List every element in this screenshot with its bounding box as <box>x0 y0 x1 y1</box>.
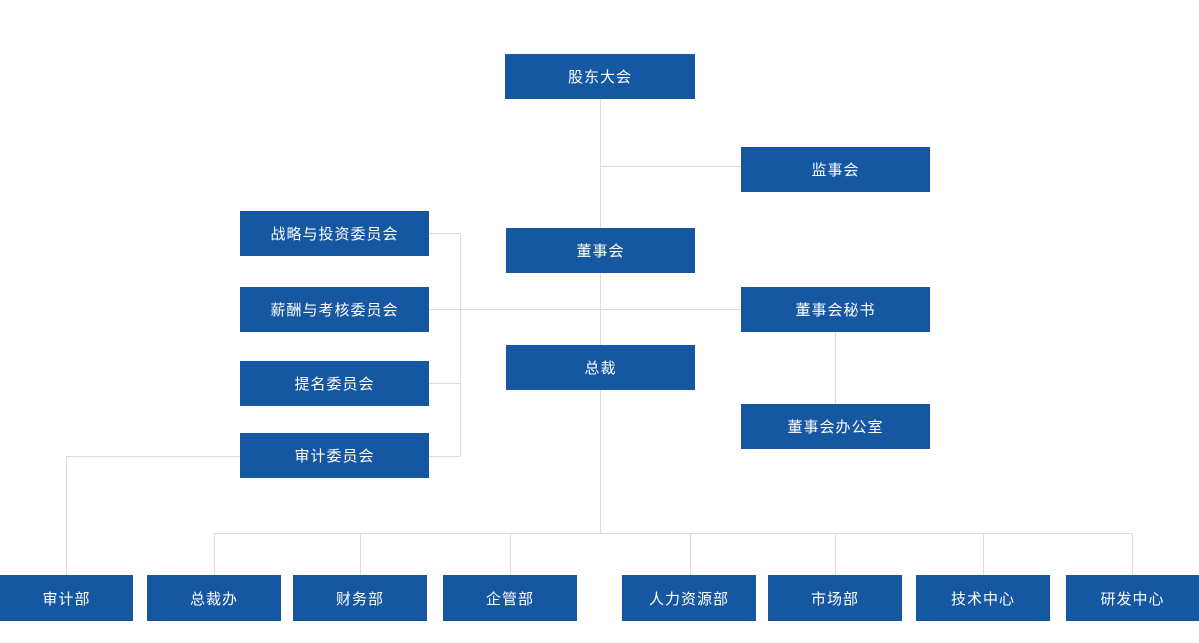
org-node-board-secretary: 董事会秘书 <box>741 287 930 332</box>
audit-committee-to-audit-dept-line <box>66 456 67 575</box>
org-node-technology-center: 技术中心 <box>916 575 1050 621</box>
org-node-label: 总裁 <box>584 359 617 377</box>
org-node-label: 监事会 <box>811 161 860 179</box>
org-node-human-resources-department: 人力资源部 <box>622 575 756 621</box>
org-node-label: 股东大会 <box>567 68 632 86</box>
org-node-audit-committee: 审计委员会 <box>240 433 429 478</box>
org-node-label: 董事会秘书 <box>795 301 876 319</box>
stub-human-resources <box>690 533 691 575</box>
compensation-secretary-connector <box>429 309 741 310</box>
org-node-president-office: 总裁办 <box>147 575 281 621</box>
org-node-label: 薪酬与考核委员会 <box>270 301 399 319</box>
audit-committee-left-line <box>66 456 240 457</box>
stub-finance-department <box>360 533 361 575</box>
org-node-label: 人力资源部 <box>648 589 729 608</box>
org-node-supervisory-board: 监事会 <box>741 147 930 192</box>
nomination-committee-connector <box>429 383 460 384</box>
org-node-label: 审计委员会 <box>294 447 375 465</box>
stub-enterprise-management <box>510 533 511 575</box>
org-node-label: 企管部 <box>485 589 534 608</box>
org-node-label: 董事会 <box>576 242 625 260</box>
org-node-president: 总裁 <box>506 345 695 390</box>
committee-bus-line <box>460 233 461 456</box>
org-node-audit-department: 审计部 <box>0 575 133 621</box>
org-node-label: 董事会办公室 <box>787 418 884 436</box>
org-node-compensation-assessment-committee: 薪酬与考核委员会 <box>240 287 429 332</box>
org-node-label: 技术中心 <box>950 589 1015 608</box>
org-node-label: 市场部 <box>810 589 859 608</box>
org-node-shareholders-meeting: 股东大会 <box>505 54 695 99</box>
org-node-marketing-department: 市场部 <box>768 575 902 621</box>
branch-to-supervisory-line <box>600 166 741 167</box>
department-bus-line <box>214 533 1133 534</box>
stub-president-office <box>214 533 215 575</box>
org-node-label: 总裁办 <box>189 589 238 608</box>
org-node-rd-center: 研发中心 <box>1066 575 1199 621</box>
stub-marketing-department <box>835 533 836 575</box>
stub-rd-center <box>1132 533 1133 575</box>
org-node-finance-department: 财务部 <box>293 575 427 621</box>
org-node-enterprise-management-department: 企管部 <box>443 575 577 621</box>
shareholders-to-board-line <box>600 99 601 228</box>
secretary-to-office-line <box>835 332 836 404</box>
stub-technology-center <box>983 533 984 575</box>
org-node-label: 审计部 <box>42 589 91 608</box>
org-node-board-of-directors: 董事会 <box>506 228 695 273</box>
strategy-committee-connector <box>429 233 460 234</box>
org-node-nomination-committee: 提名委员会 <box>240 361 429 406</box>
org-node-board-office: 董事会办公室 <box>741 404 930 449</box>
audit-committee-connector <box>429 456 460 457</box>
org-node-label: 提名委员会 <box>294 375 375 393</box>
org-node-strategy-investment-committee: 战略与投资委员会 <box>240 211 429 256</box>
org-node-label: 研发中心 <box>1100 589 1165 608</box>
org-node-label: 财务部 <box>335 589 384 608</box>
president-to-departments-line <box>600 390 601 533</box>
org-node-label: 战略与投资委员会 <box>270 225 399 243</box>
